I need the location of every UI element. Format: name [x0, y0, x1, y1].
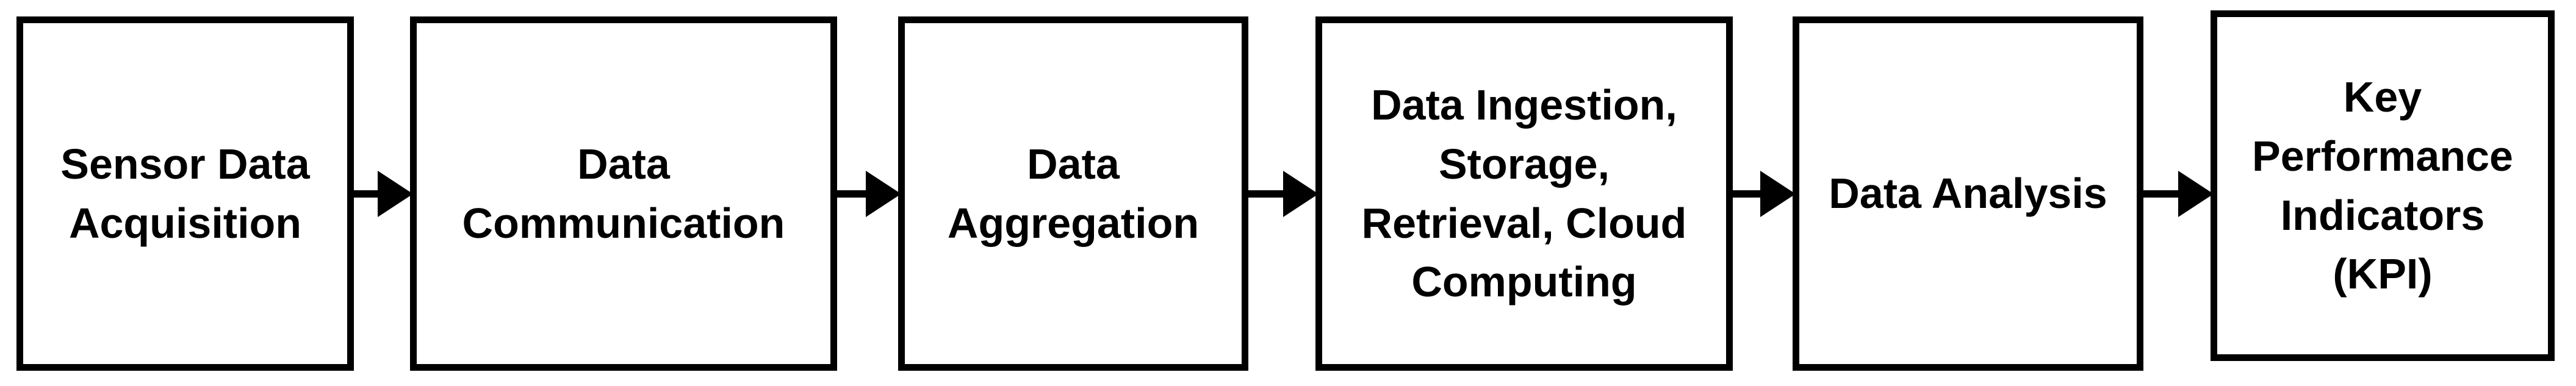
arrow-right-icon	[834, 171, 901, 217]
arrow-right-icon	[1245, 171, 1319, 217]
flow-step-key-performance-indicators: Key Performance Indicators (KPI)	[2211, 10, 2555, 361]
flow-step-data-aggregation: Data Aggregation	[898, 16, 1248, 371]
arrow-right-icon	[351, 171, 413, 217]
arrow-right-icon	[1730, 171, 1796, 217]
flow-step-data-ingestion-storage-retrieval-cloud: Data Ingestion, Storage, Retrieval, Clou…	[1315, 16, 1733, 371]
arrow-right-icon	[2140, 171, 2214, 217]
flow-step-data-analysis: Data Analysis	[1793, 16, 2143, 371]
flow-step-sensor-data-acquisition: Sensor Data Acquisition	[16, 16, 354, 371]
flow-step-data-communication: Data Communication	[410, 16, 837, 371]
